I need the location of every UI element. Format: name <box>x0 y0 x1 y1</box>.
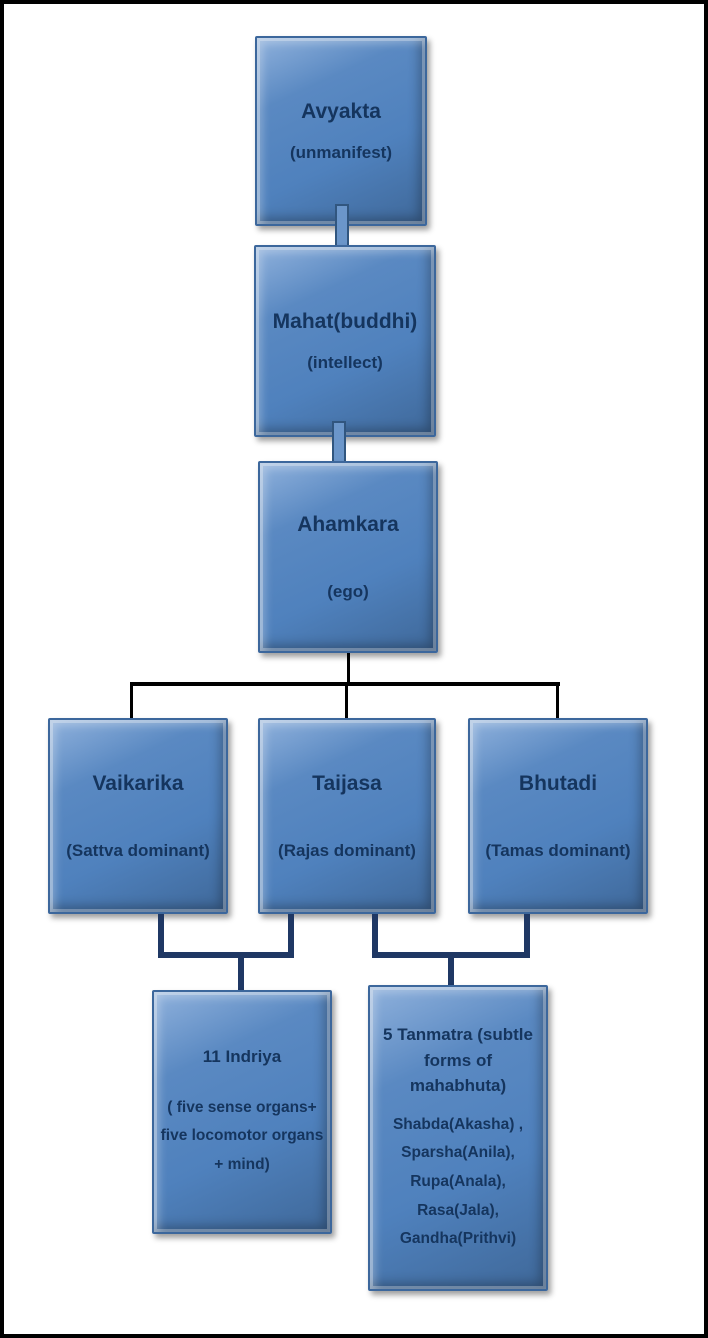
node-mahat-title: Mahat(buddhi) <box>272 310 418 334</box>
node-ahamkara: Ahamkara (ego) <box>258 461 438 653</box>
bracket-left-horizontal <box>158 952 294 958</box>
connector-ahamkara-stem <box>347 653 350 685</box>
node-avyakta: Avyakta (unmanifest) <box>255 36 427 226</box>
bracket-left-vaikarika-leg <box>158 914 164 958</box>
node-ahamkara-title: Ahamkara <box>297 513 399 537</box>
node-avyakta-title: Avyakta <box>301 100 381 124</box>
bracket-left-taijasa-leg <box>288 914 294 958</box>
node-mahat-subtitle: (intellect) <box>307 352 383 372</box>
node-bhutadi-subtitle: (Tamas dominant) <box>485 840 631 860</box>
node-mahat: Mahat(buddhi) (intellect) <box>254 245 436 437</box>
node-tanmatra: 5 Tanmatra (subtle forms of mahabhuta) S… <box>368 985 548 1291</box>
node-vaikarika-subtitle: (Sattva dominant) <box>66 840 210 860</box>
node-vaikarika: Vaikarika (Sattva dominant) <box>48 718 228 914</box>
node-bhutadi: Bhutadi (Tamas dominant) <box>468 718 648 914</box>
node-ahamkara-subtitle: (ego) <box>327 581 369 601</box>
bracket-right-stem-tanmatra <box>448 952 454 990</box>
connector-drop-vaikarika <box>130 682 133 720</box>
bracket-right-taijasa-leg <box>372 914 378 958</box>
node-indriya: 11 Indriya ( five sense organs+ five loc… <box>152 990 332 1234</box>
node-tanmatra-title: 5 Tanmatra (subtle forms of mahabhuta) <box>383 1025 533 1096</box>
bracket-right-bhutadi-leg <box>524 914 530 958</box>
node-vaikarika-title: Vaikarika <box>92 772 184 796</box>
connector-drop-bhutadi <box>556 682 559 720</box>
node-tanmatra-body: Shabda(Akasha) , Sparsha(Anila), Rupa(An… <box>392 1115 524 1248</box>
bracket-left-stem-indriya <box>238 952 244 992</box>
node-taijasa-title: Taijasa <box>312 772 382 796</box>
node-taijasa: Taijasa (Rajas dominant) <box>258 718 436 914</box>
node-bhutadi-title: Bhutadi <box>518 772 598 796</box>
connector-drop-taijasa <box>345 682 348 720</box>
node-avyakta-subtitle: (unmanifest) <box>290 142 392 162</box>
node-indriya-body: ( five sense organs+ five locomotor orga… <box>160 1098 324 1174</box>
node-taijasa-subtitle: (Rajas dominant) <box>278 840 416 860</box>
node-indriya-title: 11 Indriya <box>202 1047 282 1067</box>
